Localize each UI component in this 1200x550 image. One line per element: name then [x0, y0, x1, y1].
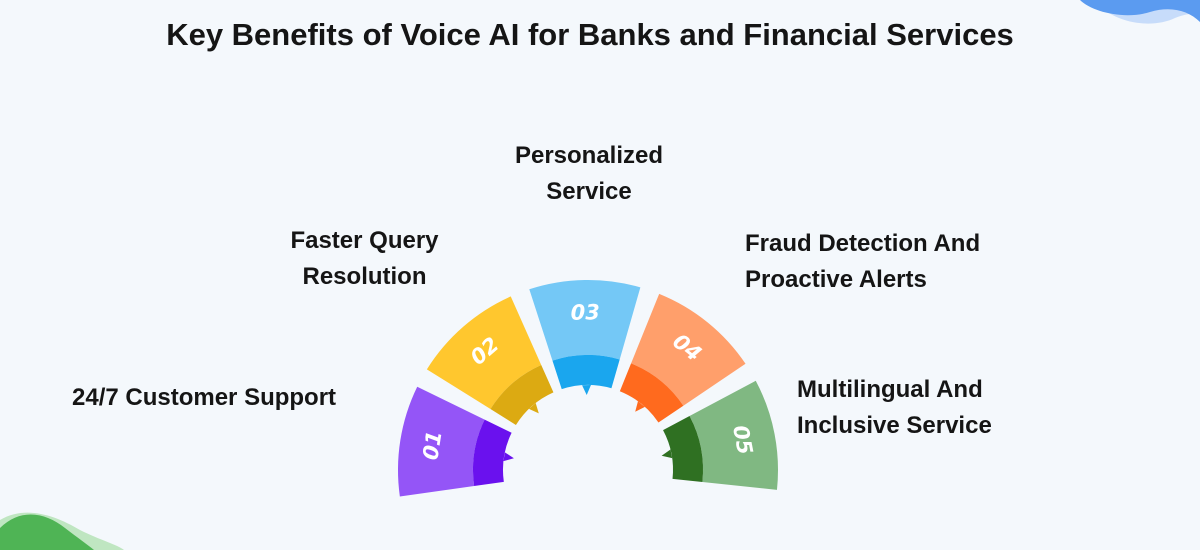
bottom-left-blob: [0, 514, 94, 550]
segment-inner-04: [619, 363, 684, 423]
segment-number-01: 01: [418, 429, 446, 462]
segment-pointer-01: [503, 452, 514, 462]
segment-pointer-04: [635, 401, 645, 412]
segment-inner-05: [663, 416, 704, 483]
segment-inner-03: [552, 354, 620, 390]
segment-pointer-02: [528, 403, 539, 414]
benefit-label-01: 24/7 Customer Support: [72, 384, 337, 411]
segment-03: [529, 280, 641, 361]
segment-01: [398, 386, 485, 497]
segment-02: [426, 296, 542, 410]
segment-number-03: 03: [570, 300, 600, 325]
benefit-label-05: Multilingual And Inclusive Service: [797, 376, 992, 439]
benefit-label-03: Personalized Service: [514, 142, 664, 205]
benefit-label-02: Faster Query Resolution: [290, 227, 439, 290]
segment-pointer-05: [661, 449, 673, 459]
segment-inner-02: [490, 364, 554, 425]
segment-inner-01: [473, 419, 512, 486]
segment-04: [631, 293, 746, 406]
segment-pointer-03: [582, 385, 591, 396]
segment-number-05: 05: [728, 423, 757, 456]
benefit-label-04: Fraud Detection And Proactive Alerts: [745, 230, 981, 293]
diagram-title: Key Benefits of Voice AI for Banks and F…: [166, 17, 1014, 52]
segment-05: [689, 380, 779, 490]
top-right-blob: [1080, 0, 1200, 22]
